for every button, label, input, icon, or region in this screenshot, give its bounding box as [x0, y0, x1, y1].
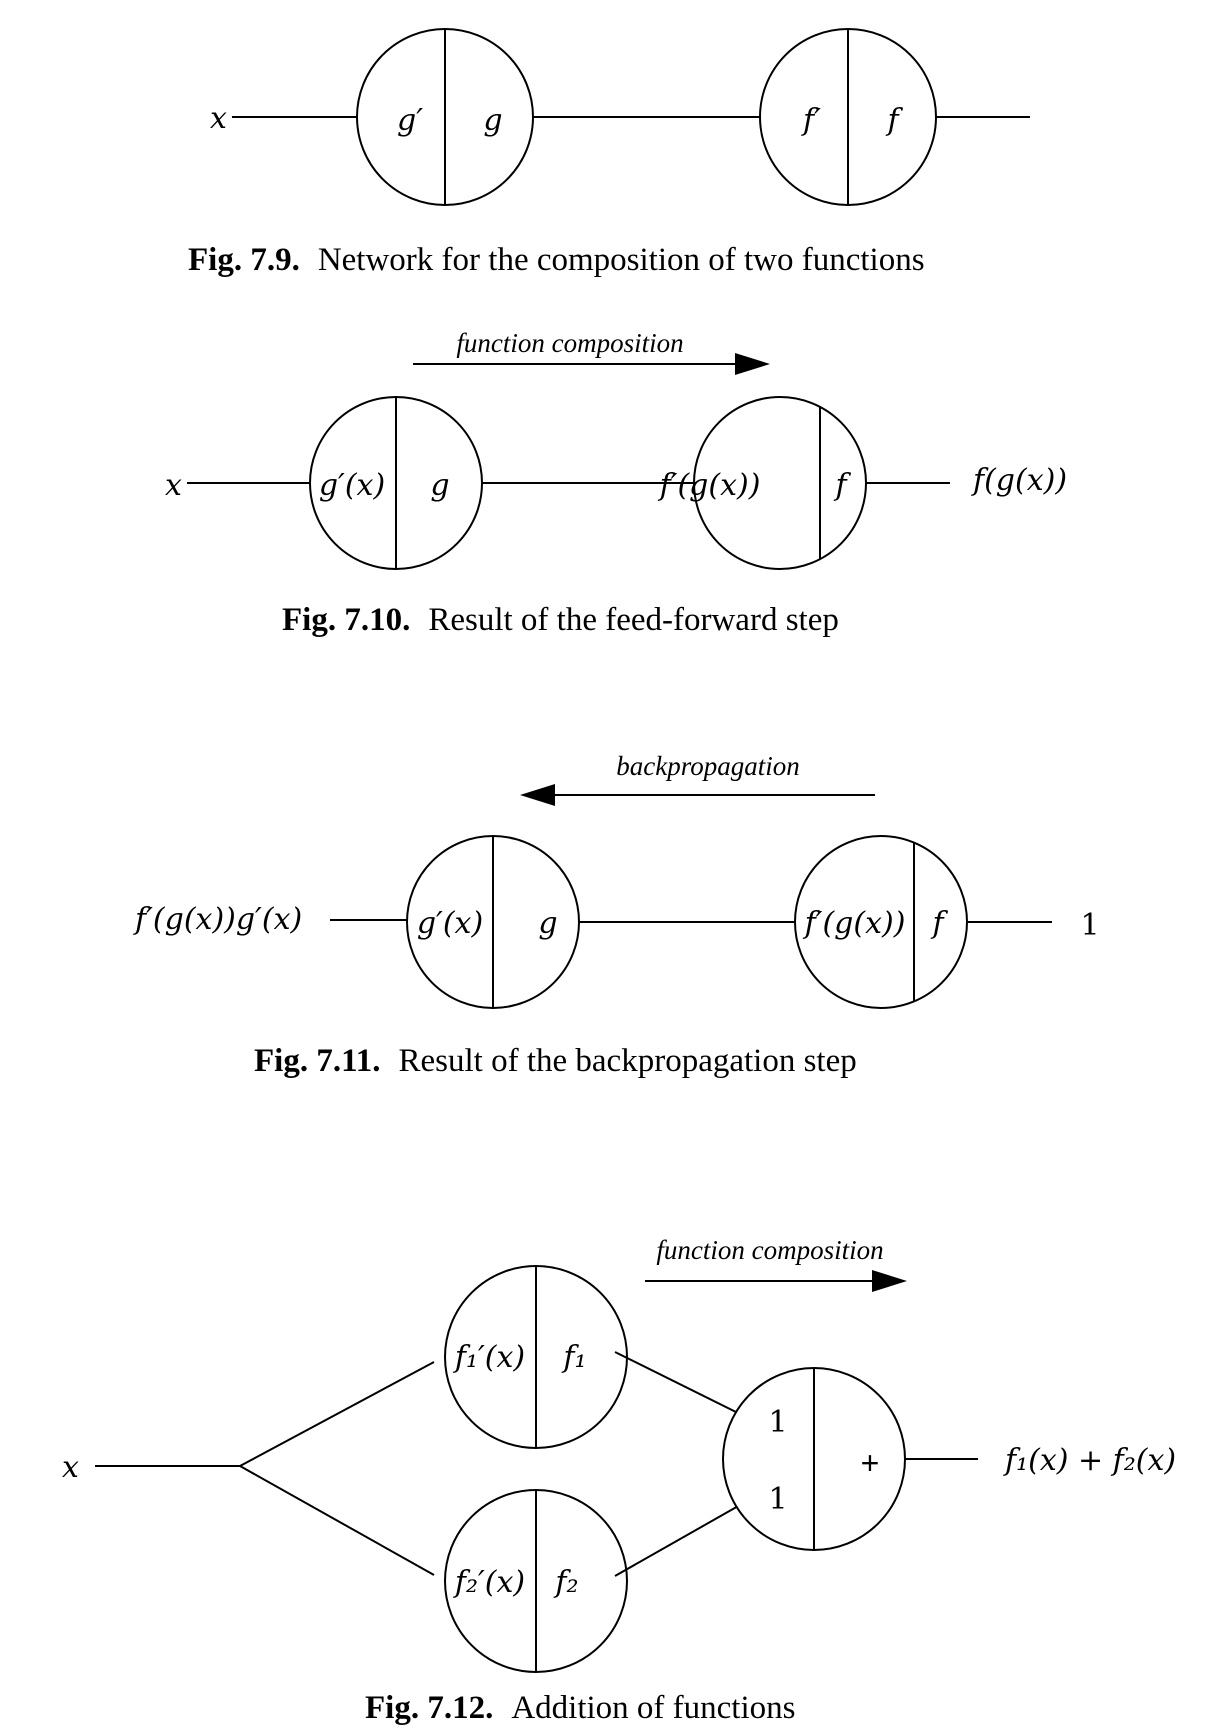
fig712-caption: Fig. 7.12. Addition of functions — [365, 1690, 795, 1726]
fig711-output-label: 1 — [1080, 908, 1099, 943]
fig711-caption: Fig. 7.11. Result of the backpropagation… — [254, 1043, 857, 1079]
fig712-node-f1-right: f₁ — [561, 1340, 586, 1375]
fig710-node-g-left: g′(x) — [319, 468, 385, 503]
fig712-input-label: x — [62, 1450, 79, 1485]
fig712-arrow-head — [872, 1270, 907, 1292]
figure-7-11: backpropagation f′(g(x))g′(x) g′(x) g f′… — [133, 751, 1100, 1079]
fig712-arrow-label: function composition — [656, 1235, 883, 1265]
fig710-output-label: f(g(x)) — [971, 463, 1067, 498]
fig712-caption-text: Addition of functions — [511, 1690, 795, 1726]
fig712-node-f1-left: f₁′(x) — [453, 1340, 525, 1375]
fig711-result-label: f′(g(x))g′(x) — [133, 902, 302, 937]
fig711-node-g-right: g — [538, 906, 557, 941]
fig79-caption-text: Network for the composition of two funct… — [318, 242, 925, 278]
fig712-branch-lower — [239, 1465, 435, 1576]
fig711-caption-text: Result of the backpropagation step — [399, 1043, 857, 1079]
fig712-node-sum-top: 1 — [768, 1405, 787, 1440]
fig79-caption: Fig. 7.9. Network for the composition of… — [188, 242, 925, 278]
fig710-input-label: x — [165, 468, 182, 503]
fig710-arrow-label: function composition — [456, 328, 683, 358]
fig710-node-f-left: f′(g(x)) — [658, 468, 761, 503]
figure-7-9: x g′ g f′ f Fig. 7.9. Network for the co… — [188, 28, 1030, 278]
figure-7-10: function composition x g′(x) g f′(g(x)) … — [165, 328, 1067, 638]
fig79-input-label: x — [210, 101, 227, 136]
fig79-node-g-left: g′ — [397, 103, 423, 138]
fig710-caption: Fig. 7.10. Result of the feed-forward st… — [282, 602, 839, 638]
fig712-branch-upper — [239, 1361, 435, 1467]
fig710-arrow-head — [735, 353, 770, 375]
fig711-node-f-left: f′(g(x)) — [803, 906, 906, 941]
fig712-node-f2-left: f₂′(x) — [453, 1565, 525, 1600]
fig711-caption-number: Fig. 7.11. — [254, 1043, 381, 1079]
fig79-caption-number: Fig. 7.9. — [188, 242, 300, 278]
fig712-edge-f1-sum — [614, 1351, 741, 1415]
fig79-node-g-right: g — [483, 103, 502, 138]
fig711-arrow-label: backpropagation — [616, 751, 799, 781]
fig712-caption-number: Fig. 7.12. — [365, 1690, 493, 1726]
fig712-output-label: f₁(x) + f₂(x) — [1003, 1443, 1176, 1478]
fig79-node-f-left: f′ — [801, 103, 821, 138]
fig710-node-g-right: g — [430, 468, 449, 503]
fig710-caption-number: Fig. 7.10. — [282, 602, 410, 638]
figure-7-12: function composition x f₁′(x) f₁ f₂′(x) … — [62, 1235, 1176, 1726]
fig712-node-f2-right: f₂ — [553, 1565, 578, 1600]
fig711-node-g-left: g′(x) — [417, 906, 483, 941]
fig712-node-sum-bottom: 1 — [768, 1482, 787, 1517]
fig712-node-sum-right: + — [861, 1445, 880, 1481]
fig711-arrow-head — [520, 784, 555, 806]
fig710-caption-text: Result of the feed-forward step — [428, 602, 839, 638]
fig712-edge-f2-sum — [614, 1504, 741, 1577]
